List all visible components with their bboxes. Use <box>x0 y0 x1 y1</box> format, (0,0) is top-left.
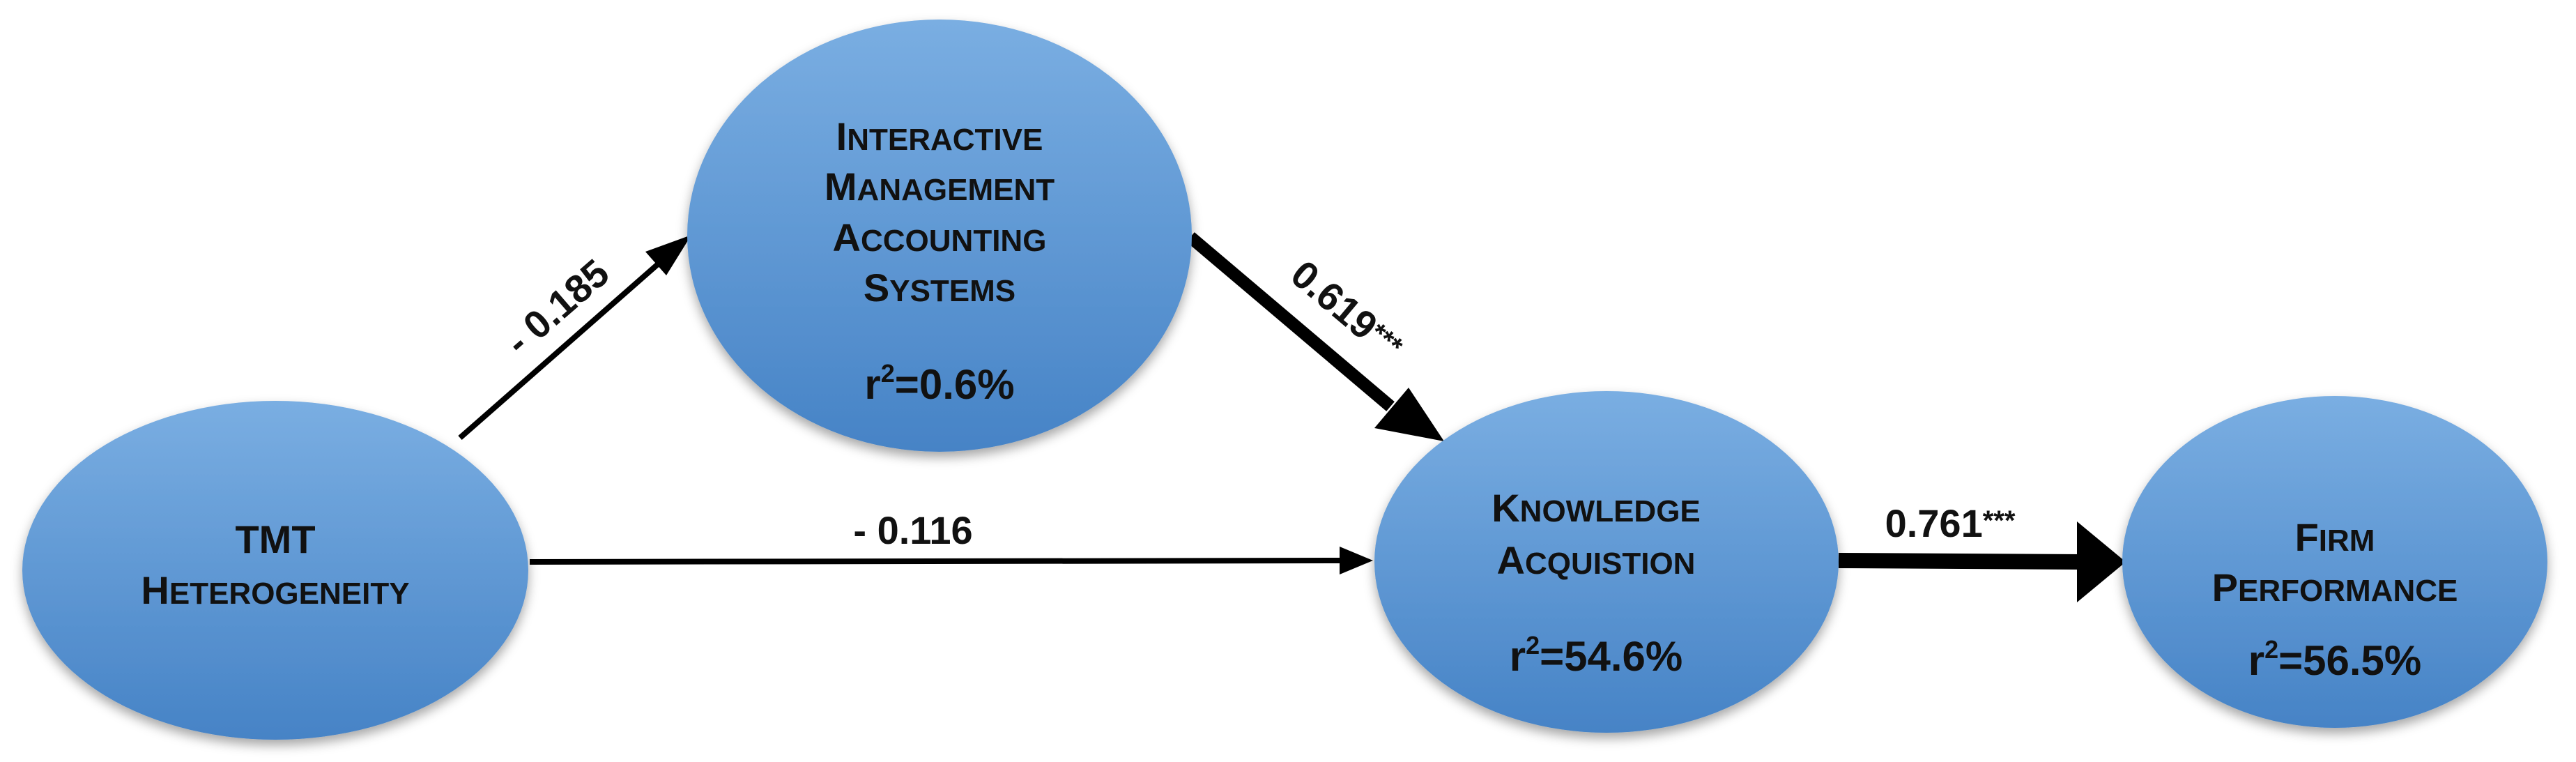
node-ka-line2: ACQUISTION <box>1497 538 1696 582</box>
edge-label-ka-fp: 0.761*** <box>1885 501 2016 545</box>
node-imas-line1: INTERACTIVE <box>836 114 1043 158</box>
node-tmt-heterogeneity: TMT HETEROGENEITY <box>22 401 528 740</box>
node-interactive-mas: INTERACTIVE MANAGEMENT ACCOUNTING SYSTEM… <box>687 20 1192 452</box>
edge-label-tmt-imas: - 0.185 <box>497 250 618 363</box>
edge-imas-to-ka <box>1186 232 1444 441</box>
edge-ka-to-fp <box>1838 521 2126 602</box>
node-fp-line2: PERFORMANCE <box>2212 565 2458 609</box>
edge-tmt-to-imas <box>458 235 691 441</box>
edge-tmt-to-ka <box>529 547 1373 574</box>
node-ka-line1: KNOWLEDGE <box>1492 486 1701 530</box>
node-imas-line4: SYSTEMS <box>864 266 1015 310</box>
edge-label-tmt-ka: - 0.116 <box>853 508 972 552</box>
edge-label-imas-ka: 0.619*** <box>1283 252 1411 369</box>
node-imas-line3: ACCOUNTING <box>833 215 1047 259</box>
node-tmt-line2: HETEROGENEITY <box>141 568 409 612</box>
node-ka-r2: r2=54.6% <box>1510 631 1683 680</box>
node-imas-line2: MANAGEMENT <box>825 165 1055 208</box>
node-fp-r2: r2=56.5% <box>2248 635 2422 684</box>
node-firm-performance: FIRM PERFORMANCE r2=56.5% <box>2122 396 2547 728</box>
node-imas-r2: r2=0.6% <box>864 359 1014 408</box>
node-knowledge-acquisition: KNOWLEDGE ACQUISTION r2=54.6% <box>1374 391 1839 733</box>
node-tmt-line1: TMT <box>235 517 315 561</box>
node-fp-line1: FIRM <box>2295 515 2375 559</box>
